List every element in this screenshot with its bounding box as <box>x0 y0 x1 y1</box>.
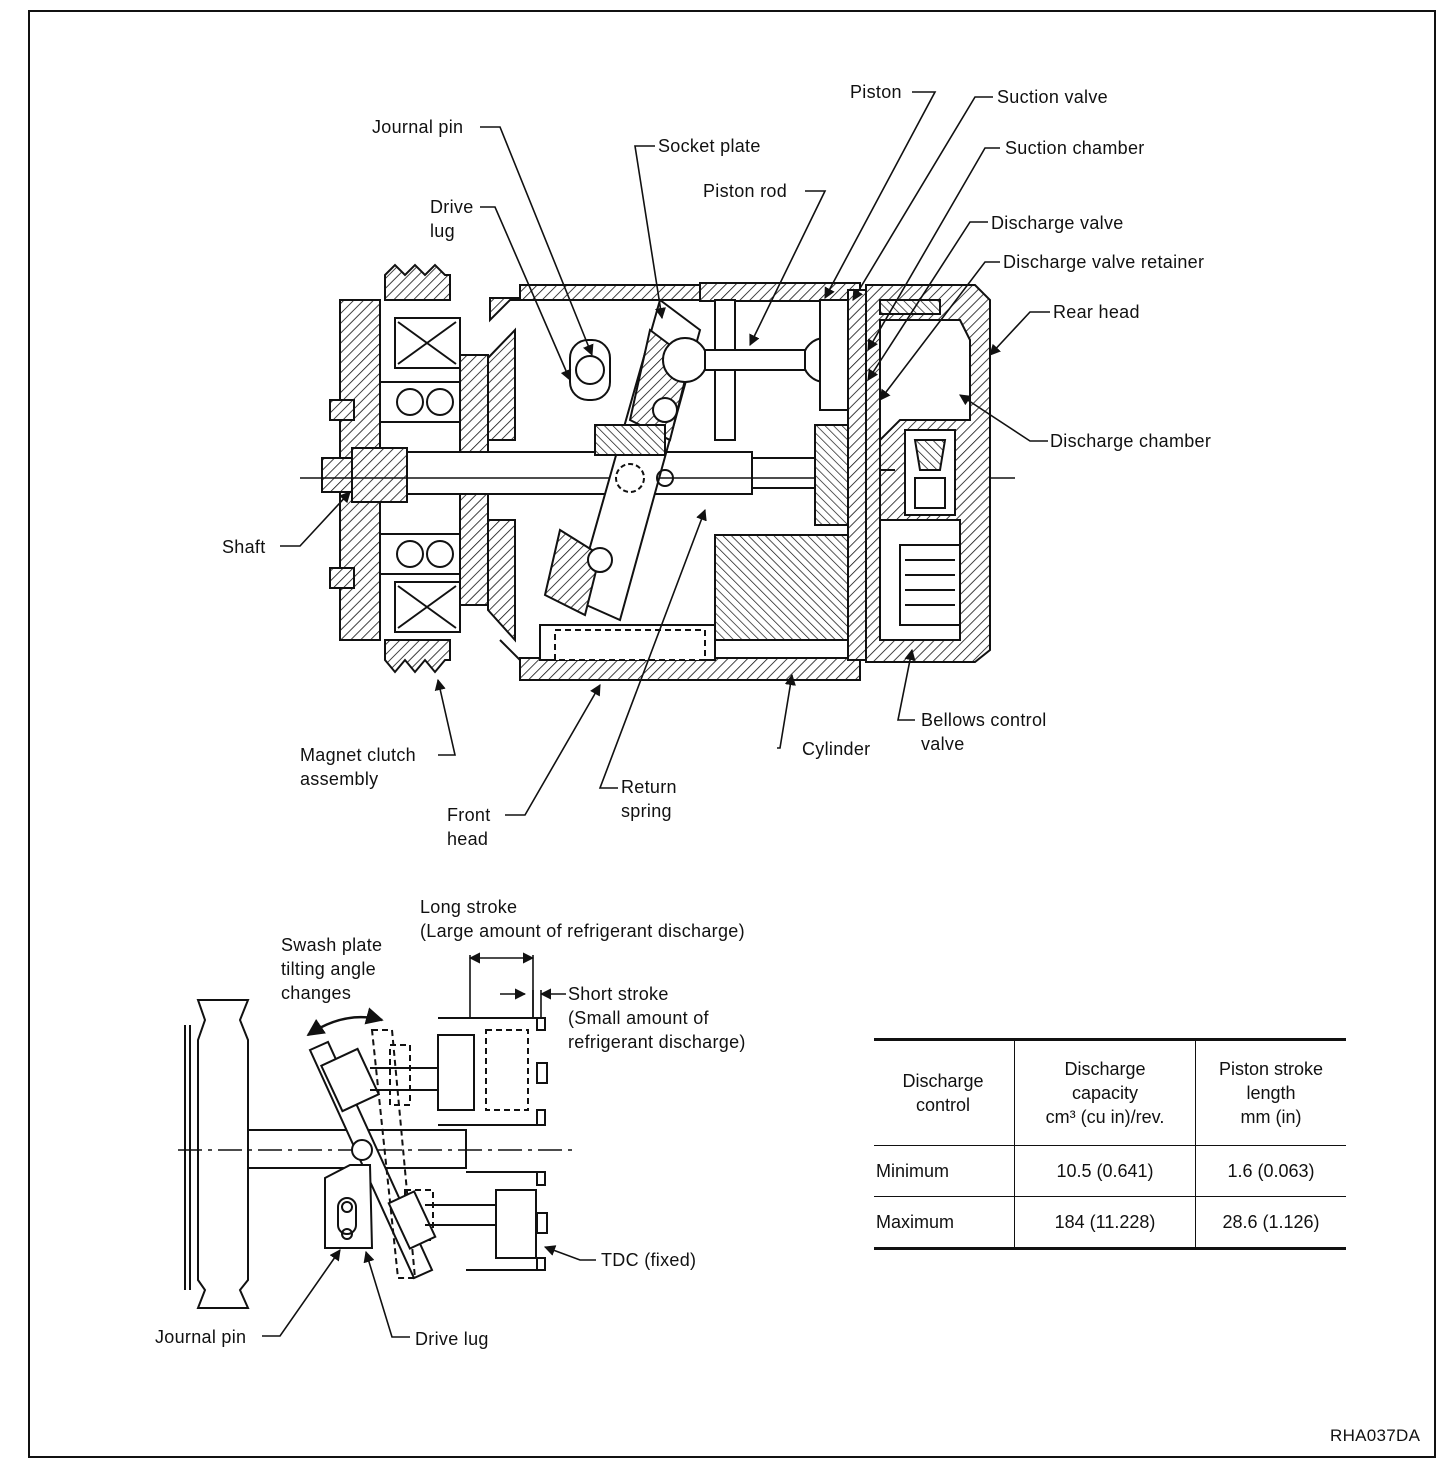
label-swash-plate: Swash plate tilting angle changes <box>281 935 383 1003</box>
spec-table: Discharge control Discharge capacity cm³… <box>874 1038 1346 1250</box>
label-journal-pin-top: Journal pin <box>372 117 464 137</box>
rear-head-shape <box>865 284 991 663</box>
label-discharge-valve-retainer: Discharge valve retainer <box>1003 252 1205 272</box>
compressor-cross-section <box>300 263 1015 681</box>
label-rear-head: Rear head <box>1053 302 1140 322</box>
magnet-clutch-shape <box>329 263 489 674</box>
header-line: Discharge <box>1064 1059 1146 1079</box>
header-line: mm (in) <box>1240 1107 1302 1127</box>
label-long-stroke: Long stroke (Large amount of refrigerant… <box>420 897 745 941</box>
label-socket-plate: Socket plate <box>658 136 761 156</box>
label-tdc: TDC (fixed) <box>601 1250 697 1270</box>
label-drive-lug-top: Drive lug <box>430 197 474 241</box>
table-cell: 10.5 (0.641) <box>1014 1145 1196 1197</box>
cylinder-shape <box>539 282 861 661</box>
header-line: length <box>1246 1083 1296 1103</box>
header-discharge-control: Discharge control <box>874 1038 1015 1146</box>
label-short-stroke: Short stroke (Small amount of refrigeran… <box>568 984 746 1052</box>
label-drive-lug-bottom: Drive lug <box>415 1329 489 1349</box>
leader-lines-bottom <box>262 952 596 1338</box>
table-cell: Maximum <box>874 1196 1015 1250</box>
leader-lines-top <box>280 91 1050 816</box>
label-magnet-clutch: Magnet clutch assembly <box>300 745 416 789</box>
header-piston-stroke: Piston stroke length mm (in) <box>1195 1038 1346 1146</box>
label-suction-chamber: Suction chamber <box>1005 138 1145 158</box>
valve-plate-shape <box>814 289 867 661</box>
table-cell: Minimum <box>874 1145 1015 1197</box>
table-cell: 1.6 (0.063) <box>1195 1145 1346 1197</box>
label-discharge-valve: Discharge valve <box>991 213 1124 233</box>
figure-frame <box>28 10 1436 1458</box>
label-return-spring: Return spring <box>621 777 677 821</box>
header-line: cm³ (cu in)/rev. <box>1045 1107 1165 1127</box>
label-bellows-control-valve: Bellows control valve <box>921 710 1047 754</box>
figure-code: RHA037DA <box>1330 1426 1421 1445</box>
header-line: Discharge <box>902 1071 984 1091</box>
label-journal-pin-bottom: Journal pin <box>155 1327 247 1347</box>
header-discharge-capacity: Discharge capacity cm³ (cu in)/rev. <box>1014 1038 1196 1146</box>
label-discharge-chamber: Discharge chamber <box>1050 431 1212 451</box>
table-row: Minimum 10.5 (0.641) 1.6 (0.063) <box>874 1145 1346 1197</box>
table-cell: 28.6 (1.126) <box>1195 1196 1346 1250</box>
header-line: Piston stroke <box>1218 1059 1324 1079</box>
label-cylinder: Cylinder <box>802 739 871 759</box>
header-line: control <box>915 1095 971 1115</box>
stroke-schematic <box>178 999 575 1309</box>
label-piston: Piston <box>850 82 902 102</box>
label-piston-rod: Piston rod <box>703 181 788 201</box>
shaft-shape <box>300 447 1015 503</box>
header-line: capacity <box>1071 1083 1139 1103</box>
label-suction-valve: Suction valve <box>997 87 1108 107</box>
table-cell: 184 (11.228) <box>1014 1196 1196 1250</box>
label-shaft: Shaft <box>222 537 266 557</box>
label-front-head: Front head <box>447 805 491 849</box>
table-row: Maximum 184 (11.228) 28.6 (1.126) <box>874 1196 1346 1250</box>
spec-table-header-row: Discharge control Discharge capacity cm³… <box>874 1038 1346 1146</box>
